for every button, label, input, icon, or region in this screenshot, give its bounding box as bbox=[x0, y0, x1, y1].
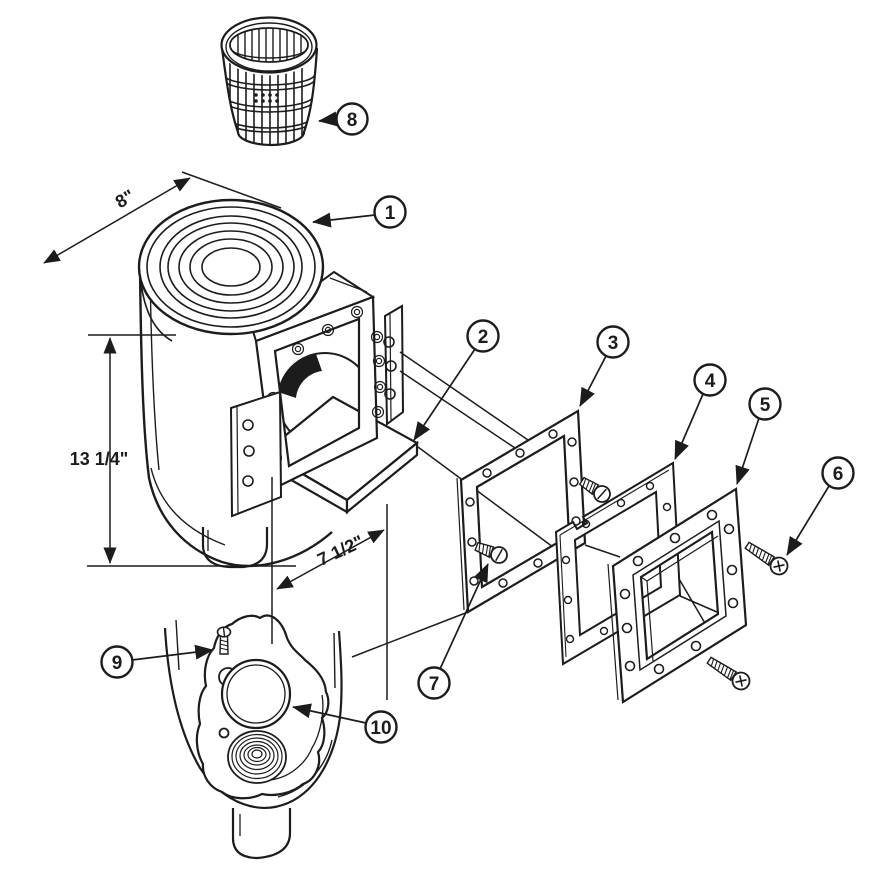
body-outline bbox=[138, 265, 333, 568]
basket-inside-slats bbox=[230, 28, 308, 62]
wall-line-left bbox=[175, 619, 180, 671]
callout-circle bbox=[748, 387, 782, 421]
threaded-drain bbox=[227, 730, 287, 784]
callout-circle bbox=[335, 102, 369, 136]
callout-number: 1 bbox=[385, 203, 396, 224]
screw-short-b bbox=[578, 476, 611, 503]
bottom-pipe-stub bbox=[231, 808, 292, 860]
screw-short-a bbox=[474, 541, 508, 564]
weir-front-right-face bbox=[345, 440, 419, 515]
callout-number: 2 bbox=[478, 327, 489, 348]
callout-8: 8 bbox=[318, 102, 369, 136]
bottom-view bbox=[163, 614, 343, 860]
body-inner-arc bbox=[150, 467, 226, 546]
callout-circle bbox=[373, 195, 407, 229]
faceplate-holes bbox=[619, 509, 739, 675]
callout-number: 8 bbox=[347, 110, 358, 131]
gasket-outer bbox=[456, 409, 587, 614]
callout-circle bbox=[466, 319, 500, 353]
casting-rim-line bbox=[269, 694, 324, 781]
faceplate-rim-depth bbox=[640, 535, 719, 662]
dimension-label-13-1-4in: 13 1/4" bbox=[70, 449, 129, 469]
callout-7: 7 bbox=[417, 563, 489, 700]
screw-long-a bbox=[744, 541, 789, 576]
left-bracket-edge bbox=[236, 406, 239, 514]
lid-rim-edge bbox=[140, 281, 173, 342]
callout-6: 6 bbox=[786, 456, 855, 556]
right-bracket-edge bbox=[389, 313, 392, 421]
body-bottom-outline bbox=[163, 627, 343, 809]
callout-circle bbox=[693, 363, 727, 397]
throat-top-inner bbox=[329, 277, 368, 293]
faceplate-thickness bbox=[607, 563, 619, 701]
wall-line-right bbox=[333, 632, 336, 689]
drain-screw bbox=[216, 626, 232, 655]
dimension-line bbox=[276, 529, 385, 590]
extension-lines bbox=[87, 334, 296, 567]
dimension-label-8in: 8" bbox=[112, 186, 138, 213]
callout-number: 5 bbox=[760, 395, 771, 416]
callout-5: 5 bbox=[735, 387, 782, 485]
dimension-line bbox=[43, 177, 191, 264]
extension-lines bbox=[271, 477, 388, 700]
basket-opening bbox=[229, 27, 309, 63]
callout-1: 1 bbox=[312, 195, 407, 229]
callout-4: 4 bbox=[674, 363, 727, 460]
callout-9: 9 bbox=[100, 644, 214, 679]
gasket-outer-thickness bbox=[456, 477, 465, 611]
callout-10: 10 bbox=[292, 703, 398, 744]
left-bracket bbox=[229, 390, 283, 518]
callout-circle bbox=[364, 710, 398, 744]
drain-plug bbox=[220, 658, 292, 730]
faceplate-rim bbox=[632, 519, 727, 672]
callout-circle bbox=[100, 645, 134, 679]
callout-number: 7 bbox=[429, 674, 440, 695]
callout-number: 3 bbox=[608, 333, 619, 354]
strainer-basket bbox=[220, 16, 319, 147]
callout-circle bbox=[417, 666, 451, 700]
extension-line bbox=[181, 171, 282, 209]
dimension-body-height: 13 1/4" bbox=[70, 334, 296, 567]
callout-number: 6 bbox=[833, 464, 844, 485]
basket-bottom-holes bbox=[254, 93, 279, 103]
screw-long-b bbox=[706, 656, 751, 691]
callout-circle bbox=[821, 456, 855, 490]
gasket-inner-double bbox=[559, 469, 670, 658]
alignment-lines bbox=[351, 351, 741, 658]
drain-plug-inner bbox=[226, 664, 286, 724]
pivot-hole bbox=[218, 727, 230, 739]
callout-circle bbox=[596, 325, 630, 359]
callout-number: 10 bbox=[370, 718, 391, 739]
right-bracket bbox=[383, 304, 405, 426]
faceplate bbox=[607, 487, 748, 704]
throat-shadow bbox=[278, 354, 322, 398]
callout-number: 4 bbox=[705, 371, 716, 392]
callout-2: 2 bbox=[413, 319, 500, 441]
callout-number: 9 bbox=[112, 653, 123, 674]
callout-3: 3 bbox=[579, 325, 630, 407]
body-pipe-stub bbox=[201, 527, 269, 569]
basket-rim-inner bbox=[225, 22, 313, 72]
